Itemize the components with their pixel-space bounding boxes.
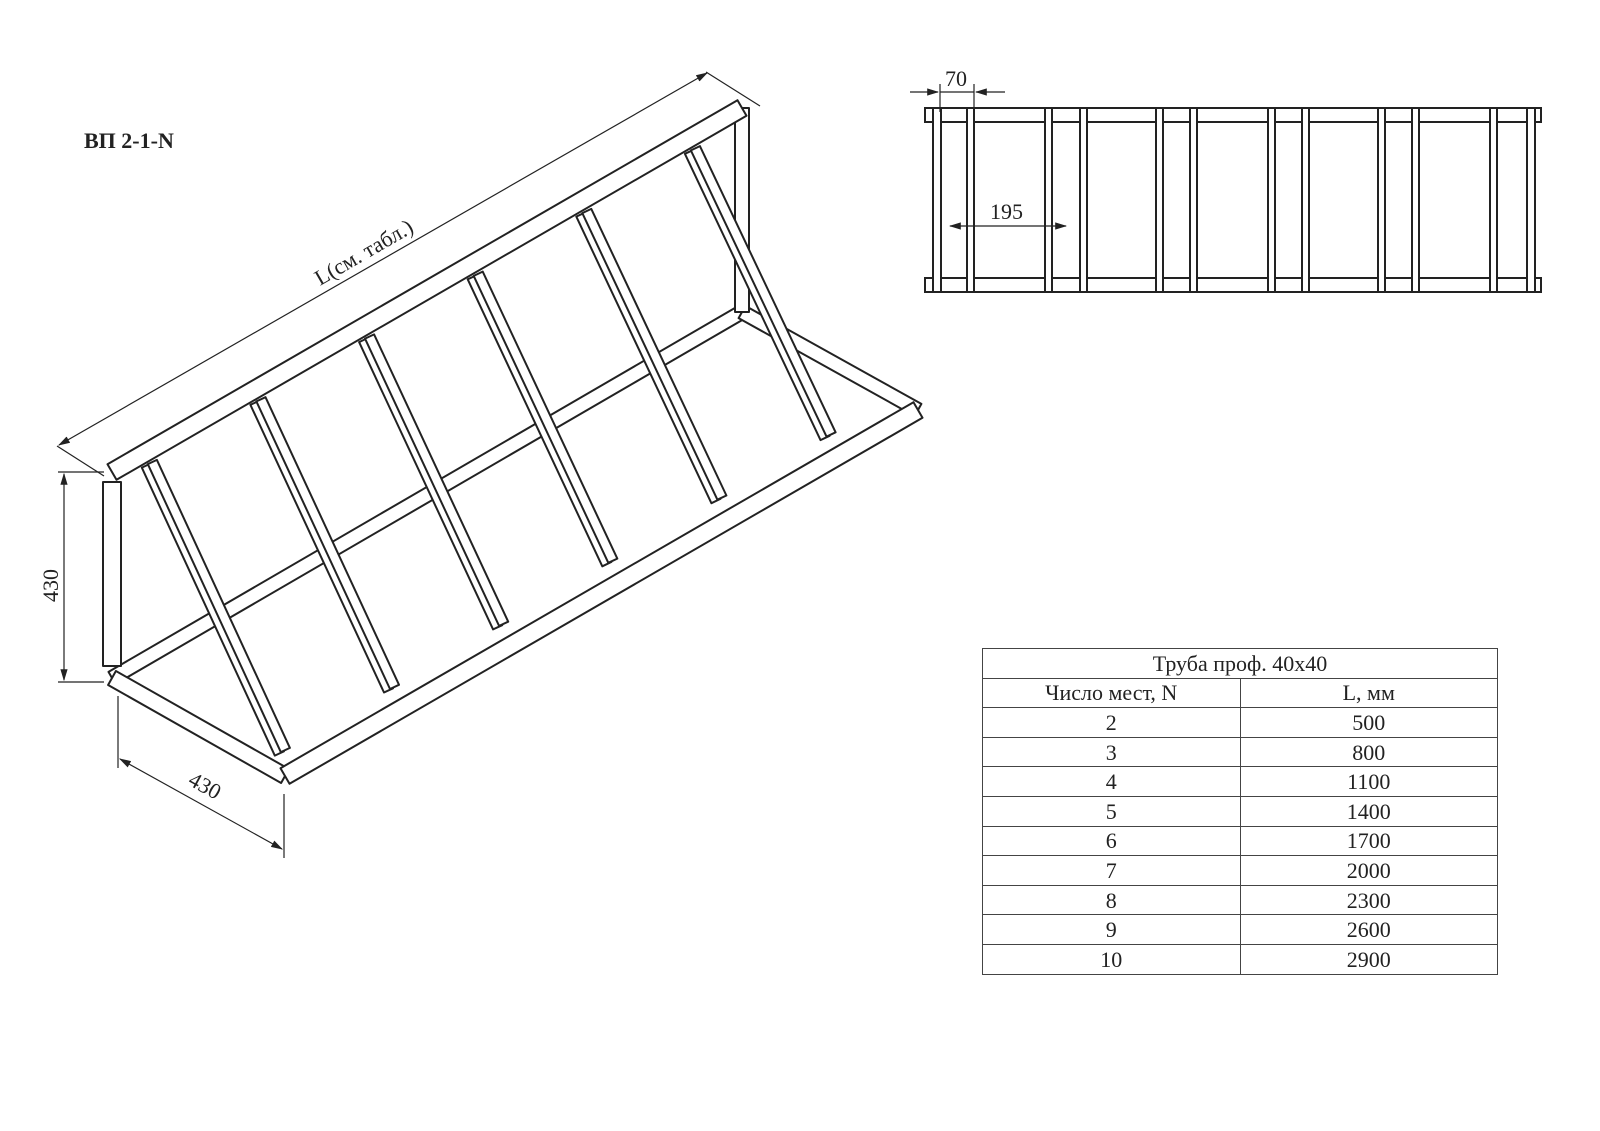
slanted-bar <box>255 396 400 690</box>
slanted-bar-plan <box>1267 107 1276 293</box>
slanted-bar <box>689 145 837 438</box>
slanted-bar <box>364 333 510 627</box>
length-dimension <box>56 71 761 477</box>
cell-n: 8 <box>982 884 1241 916</box>
slanted-bar-plan <box>1377 107 1386 293</box>
cell-l: 1100 <box>1239 766 1498 797</box>
top-rail <box>106 99 748 481</box>
spec-table: Труба проф. 40х40 Число мест, N L, мм 2 … <box>982 648 1498 975</box>
table-row: 9 2600 <box>982 914 1498 945</box>
bottom-front-rail <box>279 401 924 785</box>
table-row: 8 2300 <box>982 884 1498 916</box>
cell-n: 10 <box>982 943 1241 975</box>
bar-width-label: 70 <box>945 66 967 91</box>
depth-dimension <box>117 696 285 858</box>
length-label: L(см. табл.) <box>310 214 417 290</box>
table-row: 10 2900 <box>982 943 1498 975</box>
table-row: 7 2000 <box>982 855 1498 886</box>
slanted-bar-plan <box>1489 107 1498 293</box>
cell-l: 1700 <box>1239 825 1498 857</box>
cell-n: 6 <box>982 825 1241 857</box>
cell-l: 2900 <box>1239 943 1498 975</box>
column-header-l: L, мм <box>1239 677 1498 709</box>
slanted-bar-plan <box>1301 107 1310 293</box>
cell-n: 2 <box>982 707 1241 738</box>
slanted-bar <box>581 207 728 501</box>
end-post-plan <box>932 107 942 293</box>
end-post-plan <box>1526 107 1536 293</box>
top-rail-plan <box>924 107 1542 123</box>
slanted-bar-plan <box>1155 107 1164 293</box>
slanted-bar-plan <box>1079 107 1088 293</box>
cell-n: 7 <box>982 855 1241 886</box>
slanted-bar <box>472 270 619 564</box>
cell-n: 9 <box>982 914 1241 945</box>
table-header-row: Число мест, N L, мм <box>982 677 1498 709</box>
cell-l: 2300 <box>1239 884 1498 916</box>
spacing-label: 195 <box>990 199 1023 224</box>
table-row: 4 1100 <box>982 766 1498 797</box>
front-post <box>102 481 122 667</box>
table-caption-row: Труба проф. 40х40 <box>982 648 1498 679</box>
bottom-rail-plan <box>924 277 1542 293</box>
table-row: 5 1400 <box>982 795 1498 827</box>
cell-n: 5 <box>982 795 1241 827</box>
height-dimension <box>58 471 104 683</box>
table-caption: Труба проф. 40х40 <box>982 648 1498 679</box>
top-view <box>924 107 1542 293</box>
table-row: 6 1700 <box>982 825 1498 857</box>
bar-width-dimension <box>910 84 1005 112</box>
slanted-bar-plan <box>1189 107 1198 293</box>
table-row: 3 800 <box>982 736 1498 768</box>
slanted-bar <box>146 458 291 754</box>
cell-l: 1400 <box>1239 795 1498 827</box>
table-row: 2 500 <box>982 707 1498 738</box>
column-header-n: Число мест, N <box>982 677 1241 709</box>
height-label: 430 <box>38 569 63 602</box>
cell-n: 3 <box>982 736 1241 768</box>
cell-n: 4 <box>982 766 1241 797</box>
cell-l: 2000 <box>1239 855 1498 886</box>
slanted-bar-plan <box>1411 107 1420 293</box>
cell-l: 2600 <box>1239 914 1498 945</box>
cell-l: 800 <box>1239 736 1498 768</box>
slanted-bar-plan <box>966 107 975 293</box>
cell-l: 500 <box>1239 707 1498 738</box>
isometric-view <box>102 99 924 785</box>
slanted-bar-plan <box>1044 107 1053 293</box>
